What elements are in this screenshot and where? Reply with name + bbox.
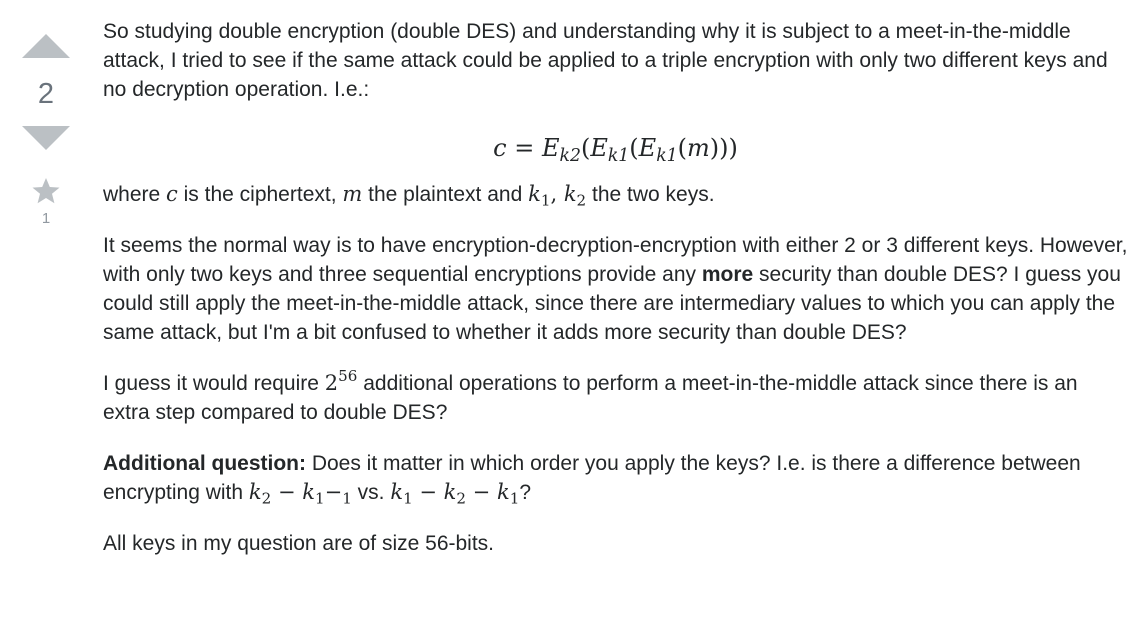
favorite-count: 1: [41, 210, 51, 227]
paragraph-variables: where c is the ciphertext, m the plainte…: [103, 182, 715, 210]
vote-count: 2: [37, 78, 55, 110]
paragraph-intro: So studying double encryption (double DE…: [103, 20, 1108, 101]
paragraph-security: It seems the normal way is to have encry…: [103, 234, 1128, 344]
favorite-star-icon[interactable]: [31, 176, 61, 206]
paragraph-additional-question: Additional question: Does it matter in w…: [103, 452, 1081, 508]
downvote-arrow-icon[interactable]: [20, 122, 72, 154]
vote-column: 2 1: [20, 30, 72, 227]
equation: c = Ek2(Ek1(Ek1(m))): [493, 134, 738, 167]
question-body: So studying double encryption (double DE…: [103, 17, 1128, 580]
upvote-arrow-icon[interactable]: [20, 30, 72, 62]
paragraph-operations: I guess it would require 256 additional …: [103, 366, 1078, 424]
paragraph-key-size: All keys in my question are of size 56-b…: [103, 532, 495, 555]
